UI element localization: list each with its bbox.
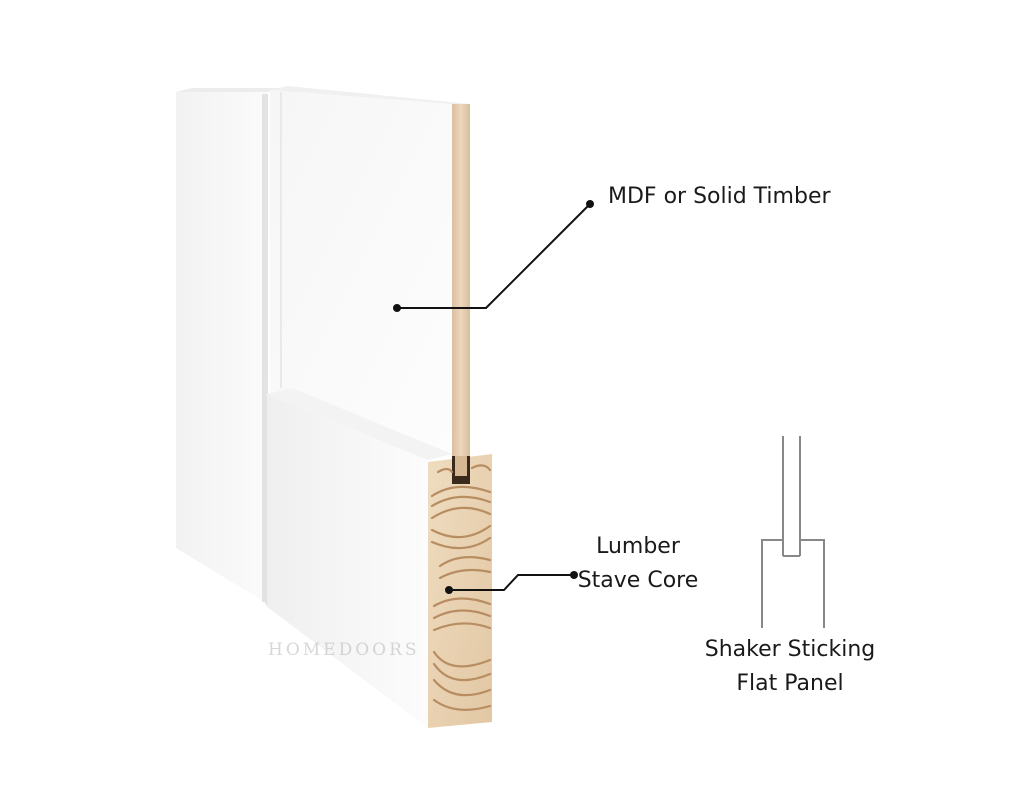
watermark: HOMEDOORS	[268, 640, 420, 660]
panel-top	[270, 86, 470, 104]
core-text-line1: Lumber	[596, 534, 680, 559]
label-profile: Shaker Sticking Flat Panel	[690, 633, 890, 701]
leader-dot	[586, 200, 594, 208]
shaker-profile-icon	[761, 436, 825, 628]
door-stile-top	[176, 88, 282, 92]
leader-dot	[445, 586, 453, 594]
core-text-line2: Stave Core	[577, 568, 699, 593]
bottom-rail	[266, 394, 428, 728]
material-text: MDF or Solid Timber	[608, 184, 831, 209]
door-body	[176, 86, 470, 728]
label-core: Lumber Stave Core	[556, 530, 720, 598]
panel-tongue	[455, 456, 467, 476]
profile-text-line2: Flat Panel	[736, 671, 844, 696]
rail-top-ledge	[266, 388, 452, 460]
stile-groove	[262, 94, 268, 602]
leader-dot	[570, 571, 578, 579]
wood-grain	[430, 464, 492, 711]
door-stile	[176, 92, 268, 604]
panel-edge	[452, 104, 470, 470]
leader-dot	[393, 304, 401, 312]
leader-core	[445, 571, 578, 594]
leader-material	[393, 200, 594, 312]
flat-panel	[270, 90, 452, 458]
label-material: MDF or Solid Timber	[608, 180, 831, 214]
profile-text-line1: Shaker Sticking	[704, 637, 876, 662]
